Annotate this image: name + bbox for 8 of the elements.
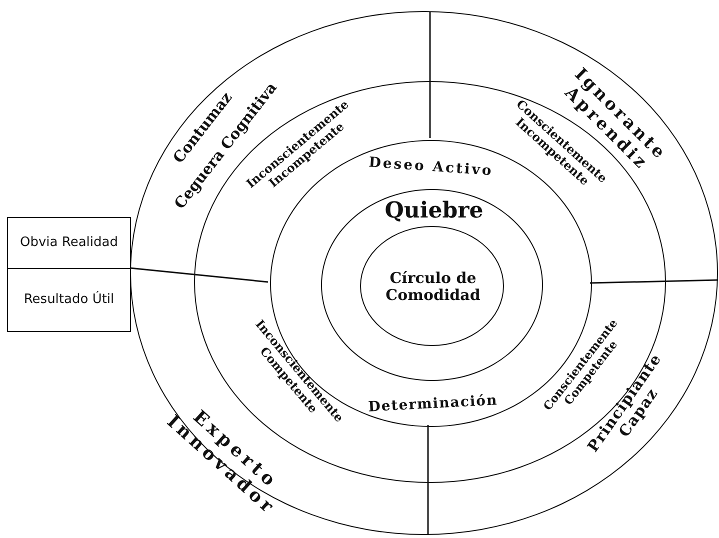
stage-label: Quiebre xyxy=(384,198,484,224)
stage-label: Círculo de Comodidad xyxy=(384,270,482,304)
ring xyxy=(360,226,504,346)
stage-label: Deseo Activo xyxy=(367,154,495,181)
stage-label: Determinación xyxy=(366,392,500,416)
label-box: Resultado Útil xyxy=(7,268,131,332)
label-box: Obvia Realidad xyxy=(7,217,131,269)
ring xyxy=(130,11,718,535)
